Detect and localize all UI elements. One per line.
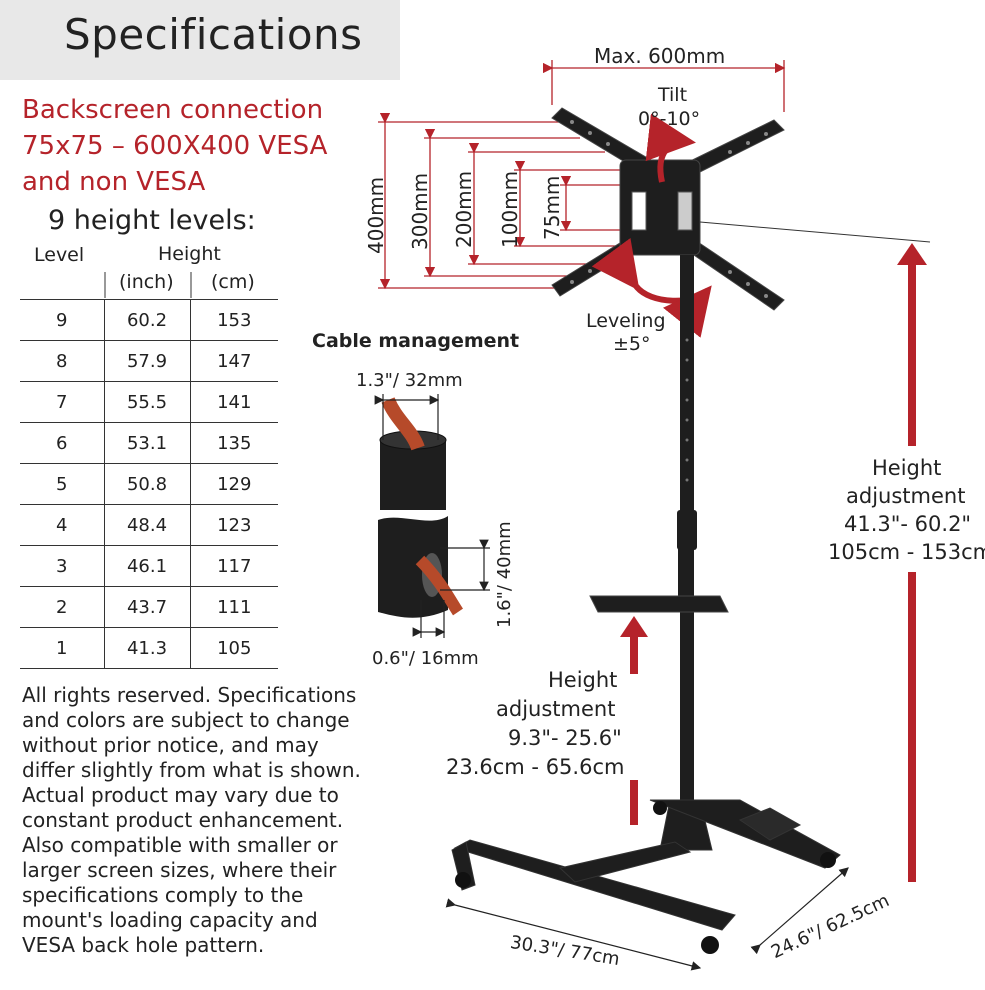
- cell-cm: 111: [189, 586, 278, 628]
- cell-cm: 141: [189, 381, 278, 423]
- tilt-label: Tilt: [658, 84, 688, 106]
- cell-inch: 53.1: [103, 422, 190, 464]
- cell-level: 2: [20, 586, 104, 628]
- casters: [455, 801, 836, 954]
- cable-tube-bottom: [378, 516, 464, 618]
- cell-cm: 135: [189, 422, 278, 464]
- shelf-height-line-1: Height: [548, 668, 618, 692]
- max-width-label: Max. 600mm: [594, 44, 726, 68]
- pole-holes: [685, 338, 689, 482]
- header-cm: (cm): [211, 271, 255, 293]
- shelf-height-line-2: adjustment: [496, 697, 616, 721]
- vesa-bracket: [551, 107, 785, 311]
- dim-75-label: 75mm: [540, 175, 564, 240]
- shelf-height-line-3: 9.3"- 25.6": [508, 726, 622, 750]
- shelf-height-line-4: 23.6cm - 65.6cm: [446, 755, 625, 779]
- backscreen-line-2: 75x75 – 600X400 VESA: [22, 131, 328, 161]
- shelf: [589, 595, 729, 613]
- leveling-label: Leveling: [586, 310, 666, 332]
- cell-inch: 43.7: [103, 586, 190, 628]
- shelf-height-arrow: [620, 616, 648, 825]
- cell-inch: 41.3: [103, 627, 190, 669]
- cell-inch: 50.8: [103, 463, 190, 505]
- cell-cm: 129: [189, 463, 278, 505]
- cable-dimension-lines: [374, 394, 490, 638]
- cell-level: 1: [20, 627, 104, 669]
- main-height-line-4: 105cm - 153cm: [828, 540, 985, 564]
- cell-inch: 60.2: [103, 299, 190, 341]
- dim-400-label: 400mm: [364, 176, 388, 254]
- page-title: Specifications: [64, 10, 363, 59]
- cell-level: 5: [20, 463, 104, 505]
- title-banner: [0, 0, 400, 80]
- header-inch: (inch): [119, 271, 174, 293]
- header-level: Level: [34, 244, 85, 266]
- disclaimer-text: All rights reserved. Specifications and …: [22, 683, 361, 957]
- cell-level: 7: [20, 381, 104, 423]
- cable-management-title: Cable management: [312, 330, 520, 352]
- header-height: Height: [158, 243, 221, 265]
- dim-100-label: 100mm: [498, 170, 522, 248]
- cell-level: 8: [20, 340, 104, 382]
- main-height-line-3: 41.3"- 60.2": [844, 512, 972, 536]
- cell-level: 6: [20, 422, 104, 464]
- cell-level: 3: [20, 545, 104, 587]
- cable-dim-bottom: 0.6"/ 16mm: [372, 648, 479, 669]
- cell-cm: 105: [189, 627, 278, 669]
- tilt-value: 0°-10°: [638, 108, 701, 130]
- backscreen-line-3: and non VESA: [22, 167, 206, 197]
- backscreen-line-1: Backscreen connection: [22, 95, 324, 125]
- cable-tube-top: [379, 397, 447, 510]
- leveling-arrow-icon: [591, 237, 712, 338]
- cell-inch: 55.5: [103, 381, 190, 423]
- cell-inch: 48.4: [103, 504, 190, 546]
- cell-cm: 147: [189, 340, 278, 382]
- cell-inch: 46.1: [103, 545, 190, 587]
- dim-300-label: 300mm: [408, 172, 432, 250]
- cell-level: 9: [20, 299, 104, 341]
- main-height-line-1: Height: [872, 456, 942, 480]
- cell-cm: 123: [189, 504, 278, 546]
- cable-dim-side: 1.6"/ 40mm: [494, 521, 515, 628]
- cell-inch: 57.9: [103, 340, 190, 382]
- cell-cm: 117: [189, 545, 278, 587]
- backscreen-connection: Backscreen connection 75x75 – 600X400 VE…: [22, 92, 327, 200]
- vesa-dimension-lines: [378, 60, 786, 290]
- pole: [677, 255, 697, 810]
- main-height-arrow: [897, 243, 927, 882]
- dim-200-label: 200mm: [452, 170, 476, 248]
- main-height-line-2: adjustment: [846, 484, 966, 508]
- leveling-value: ±5°: [613, 333, 651, 355]
- base: [451, 799, 841, 931]
- tilt-arrow-icon: [645, 113, 696, 183]
- levels-title: 9 height levels:: [48, 205, 256, 236]
- cell-cm: 153: [189, 299, 278, 341]
- cable-dim-top: 1.3"/ 32mm: [356, 370, 463, 391]
- cell-level: 4: [20, 504, 104, 546]
